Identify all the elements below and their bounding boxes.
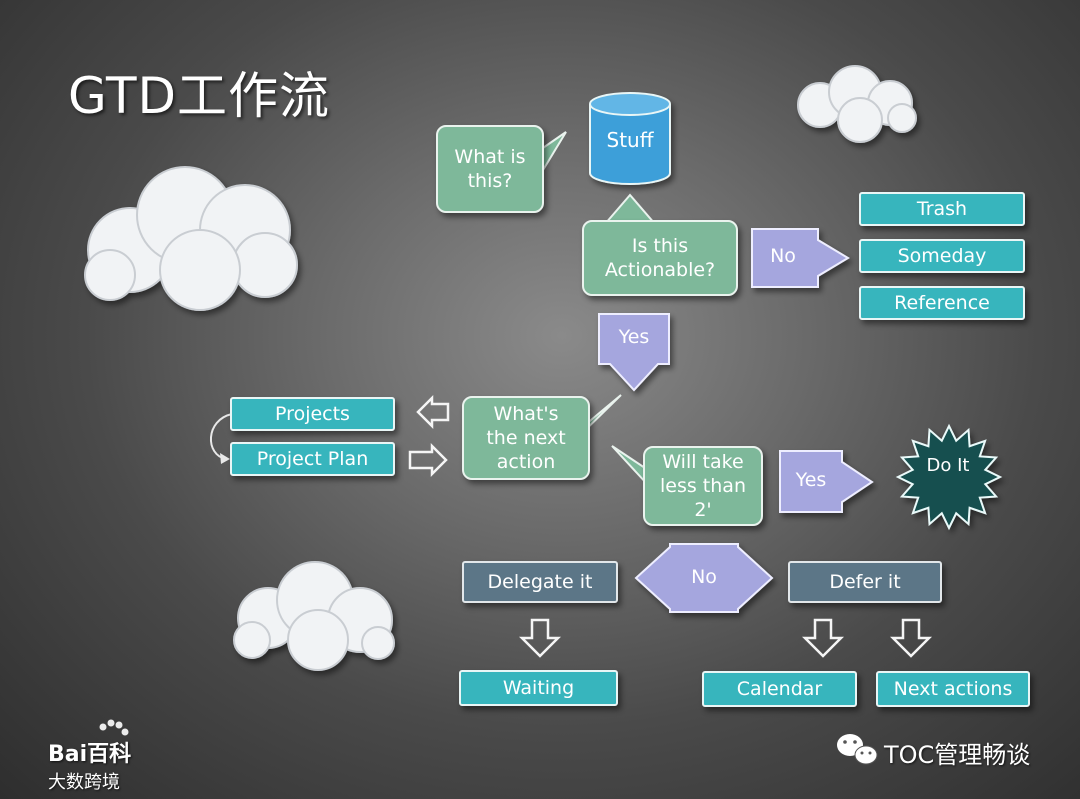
yes-arrow-right-icon (779, 450, 874, 513)
wechat-icon (837, 734, 878, 765)
arrow-down-icon (518, 618, 562, 658)
next-action-bubble: What's the next action (462, 396, 590, 480)
wechat-account-watermark: TOC管理畅谈 (884, 741, 1031, 769)
arrow-right-icon (408, 442, 448, 478)
cloud-icon (84, 166, 298, 311)
waiting-box: Waiting (459, 670, 618, 706)
arrow-down-icon (801, 618, 845, 658)
next-actions-box: Next actions (876, 671, 1030, 707)
is-actionable-bubble: Is this Actionable? (582, 220, 738, 296)
do-it-label: Do It (926, 455, 970, 476)
yes-arrow-down-icon (598, 313, 670, 392)
trash-box: Trash (859, 192, 1025, 226)
yes-mid-label: Yes (618, 326, 650, 348)
what-is-this-bubble: What is this? (436, 125, 544, 213)
baidu-paw-icon (99, 719, 129, 736)
arrow-down-icon (889, 618, 933, 658)
no-top-label: No (770, 245, 796, 267)
cloud-icon (797, 65, 917, 143)
stuff-cylinder-icon (589, 92, 671, 185)
no-double-arrow-icon (634, 543, 774, 613)
page-title: GTD工作流 (68, 67, 331, 125)
baidu-text: Bai百科 (48, 742, 132, 767)
arrow-left-icon (416, 394, 450, 430)
yes-right-label: Yes (795, 469, 827, 491)
project-plan-box: Project Plan (230, 442, 395, 476)
bottom-left-watermark: 大数跨境 (48, 772, 120, 793)
someday-box: Someday (859, 239, 1025, 273)
cloud-icon (233, 561, 395, 671)
hollow-arrows (408, 394, 933, 658)
reference-box: Reference (859, 286, 1025, 320)
curved-connector (210, 413, 233, 464)
less-than-2-bubble: Will take less than 2' (643, 446, 763, 526)
do-it-starburst-icon (895, 423, 1003, 531)
baidu-baike-watermark: Bai百科 (48, 736, 131, 768)
no-arrow-right-icon (751, 228, 850, 288)
projects-box: Projects (230, 397, 395, 431)
defer-box: Defer it (788, 561, 942, 603)
no-bottom-label: No (691, 566, 717, 588)
delegate-box: Delegate it (462, 561, 618, 603)
calendar-box: Calendar (702, 671, 857, 707)
stuff-label: Stuff (606, 128, 654, 152)
